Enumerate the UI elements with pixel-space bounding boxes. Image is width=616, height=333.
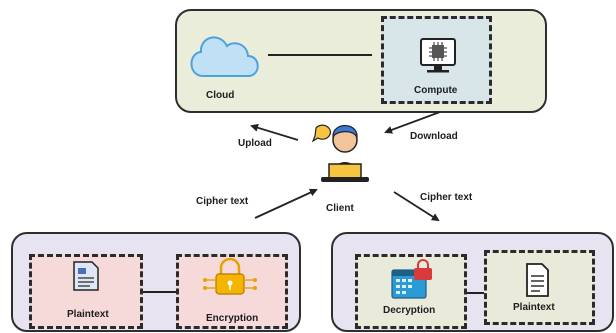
plaintext-label-left: Plaintext [67,309,109,320]
upload-label: Upload [238,138,272,149]
cipher-text-arrow-left [254,188,318,219]
lock-circuit-icon [203,257,257,295]
cloud-icon [190,36,259,77]
cloud-label: Cloud [206,90,235,101]
download-label: Download [410,131,458,142]
document-icon-right [526,263,549,297]
cipher-text-label-right: Cipher text [420,192,473,203]
compute-label: Compute [414,85,458,96]
cipher-text-arrow-right [393,191,440,222]
download-arrow [384,111,441,134]
decryption-label: Decryption [383,305,436,316]
cpu-monitor-icon [420,38,456,73]
encryption-label: Encryption [206,313,259,324]
plaintext-box-right [484,250,595,325]
client-label: Client [326,203,354,214]
plaintext-box-left [29,254,143,329]
plaintext-label-right: Plaintext [513,302,555,313]
cipher-text-label-left: Cipher text [196,196,249,207]
upload-arrow [250,123,299,141]
document-icon-left [73,261,99,291]
person-laptop-icon [311,124,369,182]
calendar-lock-icon [391,259,432,299]
